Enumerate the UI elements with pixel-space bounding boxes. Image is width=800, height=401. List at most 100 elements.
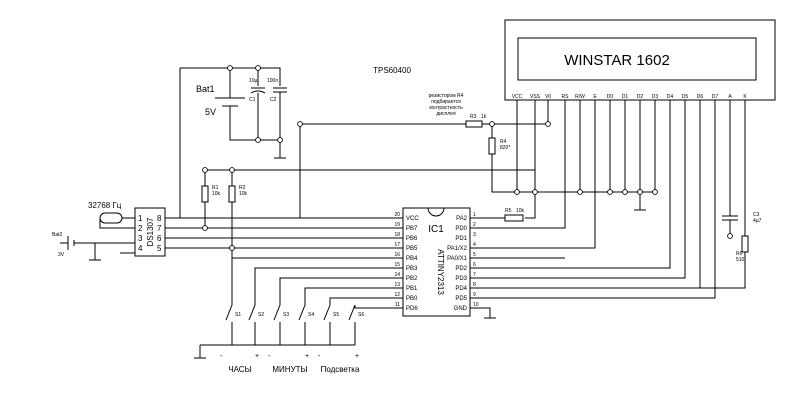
junction-node <box>229 167 235 173</box>
crystal-symbol <box>99 212 123 224</box>
contrast-divider: R3 1k R4 820* резистором R4 подбирается … <box>429 93 549 193</box>
switch-contact[interactable] <box>298 304 306 321</box>
mcu-pin-label: PD6 <box>406 306 418 312</box>
switch-contact[interactable] <box>225 304 233 321</box>
contrast-note-4: дисплея <box>436 111 456 117</box>
lcd-pin-label: D7 <box>712 94 719 100</box>
junction-node <box>545 121 551 127</box>
switch-label: S4 <box>308 312 314 318</box>
lcd-pin-label: RS <box>562 94 570 100</box>
junction-node <box>727 233 733 239</box>
switch-label: S2 <box>258 312 264 318</box>
mcu-pin-label: PB1 <box>406 286 418 292</box>
switch-contact[interactable] <box>273 304 281 321</box>
rtc-pin-number: 6 <box>157 234 162 243</box>
switch-contact[interactable] <box>348 304 356 321</box>
mcu-pin-number: 9 <box>473 292 476 298</box>
mcu-pin-label: PD2 <box>455 266 467 272</box>
bus-lines: R1 10k R2 10k R5 10k <box>201 100 656 248</box>
junction-node <box>202 167 208 173</box>
mcu-part: ATTINY2313 <box>436 249 445 295</box>
mcu-pin-label: PB6 <box>406 236 418 242</box>
mcu-pin-number: 3 <box>473 232 476 238</box>
r5-name: R5 <box>505 208 512 214</box>
button-panel: S1-S2+S3-S4+S5-S6+ ЧАСЫ МИНУТЫ Подсветка <box>194 248 403 374</box>
switch-contact[interactable] <box>248 304 256 321</box>
mcu-pin-label: PD3 <box>455 276 467 282</box>
rtc-pin-number: 5 <box>157 244 162 253</box>
bat1-voltage: 5V <box>205 107 216 117</box>
lcd-pin-label: R/W <box>575 94 585 100</box>
button-group-backlight: Подсветка <box>321 365 360 374</box>
mcu-pin-number: 2 <box>473 222 476 228</box>
r6-value: 510 <box>736 257 745 263</box>
c3-name: C3 <box>753 212 760 218</box>
mcu-pin-number: 17 <box>394 242 400 248</box>
r2-name: R2 <box>239 185 246 191</box>
mcu-pin-number: 8 <box>473 282 476 288</box>
r3-name: R3 <box>470 114 477 120</box>
r5-value: 10k <box>516 208 525 214</box>
switch-polarity: + <box>355 353 359 360</box>
r6-name: R6 <box>736 251 743 257</box>
r4-name: R4 <box>500 139 507 145</box>
rtc-pin-number: 1 <box>138 214 143 223</box>
junction-node <box>622 189 628 195</box>
junction-node <box>229 245 235 251</box>
mcu-pin-label: PB4 <box>406 256 418 262</box>
junctions <box>202 65 733 251</box>
switch-label: S6 <box>358 312 364 318</box>
mcu-body <box>402 207 471 317</box>
lcd-pin-label: D1 <box>622 94 629 100</box>
contrast-note-2: подбирается <box>431 99 461 105</box>
switch-label: S5 <box>333 312 339 318</box>
junction-node <box>652 189 658 195</box>
lcd-pin-label: A <box>728 94 732 100</box>
switch-polarity: - <box>268 353 271 360</box>
mcu-pin-number: 16 <box>394 252 400 258</box>
r3-value: 1k <box>481 114 487 120</box>
rtc-name: DS1307 <box>146 217 155 246</box>
lcd-pin-label: V0 <box>545 94 551 100</box>
mcu-pin-label: PD5 <box>455 296 467 302</box>
lcd-pin-label: D6 <box>697 94 704 100</box>
lcd-pin-label: D5 <box>682 94 689 100</box>
switch-contact[interactable] <box>323 304 331 321</box>
r1-value: 10k <box>212 191 221 197</box>
crystal-label: 32768 Гц <box>88 201 122 210</box>
c2-value: 100n <box>267 78 278 84</box>
mcu-pin-number: 7 <box>473 272 476 278</box>
c3-value: 4µ7 <box>753 218 762 224</box>
mcu-name: IC1 <box>428 224 444 235</box>
junction-node <box>514 189 520 195</box>
junction-node <box>489 121 495 127</box>
mcu-pin-label: PB2 <box>406 276 418 282</box>
mcu-pin-number: 14 <box>394 272 400 278</box>
mcu-pin-label: PB7 <box>406 226 418 232</box>
lcd-pin-label: D4 <box>667 94 674 100</box>
lcd-pin-label: D0 <box>607 94 614 100</box>
switch-polarity: + <box>255 353 259 360</box>
mcu-pin-label: PA0/X1 <box>447 256 468 262</box>
mcu-pin-number: 20 <box>394 212 400 218</box>
mcu-pin-number: 5 <box>473 252 476 258</box>
rtc-pin-number: 2 <box>138 224 143 233</box>
mcu-pin-number: 6 <box>473 262 476 268</box>
lcd-pin-label: E <box>593 94 597 100</box>
converter-label: TPS60400 <box>373 66 411 75</box>
mcu-pin-number: 18 <box>394 232 400 238</box>
rtc-pin-number: 4 <box>138 244 143 253</box>
bat2-name: Bat2 <box>52 232 63 238</box>
rtc-pin-number: 7 <box>157 224 162 233</box>
button-group-minutes: МИНУТЫ <box>272 365 307 374</box>
mcu-chip: IC1 ATTINY2313 20VCC19PB718PB617PB516PB4… <box>394 207 479 317</box>
lcd-title: WINSTAR 1602 <box>564 52 670 69</box>
mcu-pin-label: PD4 <box>455 286 467 292</box>
junction-node <box>255 65 261 71</box>
lcd-pin-label: D3 <box>652 94 659 100</box>
lcd-screen <box>517 37 757 81</box>
switch-polarity: + <box>305 353 309 360</box>
mcu-pin-label: PB5 <box>406 246 418 252</box>
switch-label: S1 <box>235 312 241 318</box>
